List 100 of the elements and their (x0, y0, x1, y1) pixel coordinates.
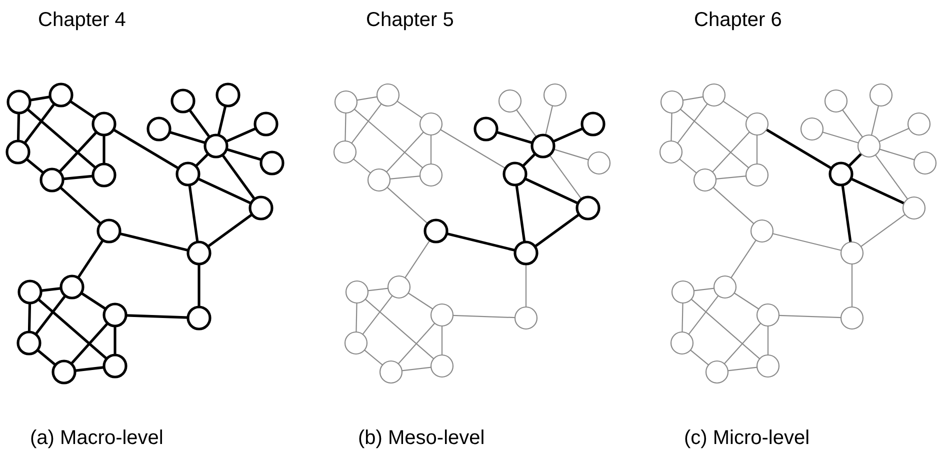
network-edge (354, 108, 424, 168)
network-node (146, 116, 172, 142)
network-node (92, 162, 116, 188)
network-node (430, 354, 454, 378)
network-node (705, 360, 729, 384)
network-edge (842, 110, 863, 138)
network-node (344, 331, 368, 355)
network-edge (74, 366, 104, 372)
network-node (170, 88, 196, 114)
network-edge (36, 349, 56, 366)
network-edge (446, 232, 516, 252)
network-edge (544, 106, 554, 136)
network-edge (841, 184, 852, 242)
network-edge (848, 152, 862, 168)
network-edge (119, 232, 189, 252)
network-edge (37, 298, 108, 360)
network-edge (217, 105, 227, 136)
network-node (379, 360, 403, 384)
network-node (260, 150, 284, 176)
network-edge (670, 112, 672, 142)
panel-caption: (a) Macro-level (30, 426, 164, 450)
panel-caption: (b) Meso-level (358, 426, 485, 450)
network-edge (778, 314, 842, 318)
network-edge (368, 288, 388, 292)
network-edge (34, 294, 66, 336)
network-edge (364, 298, 434, 360)
network-edge (875, 154, 908, 200)
network-node (176, 162, 200, 186)
network-edge (756, 135, 758, 164)
network-edge (682, 302, 684, 332)
network-edge (207, 213, 253, 248)
network-node (543, 83, 567, 107)
network-edge (24, 103, 56, 144)
network-edge (344, 112, 346, 142)
network-edge (851, 264, 853, 307)
network-edge (126, 314, 188, 319)
network-edge (766, 128, 832, 170)
network-node (702, 83, 726, 107)
network-node (216, 82, 240, 108)
network-node (587, 151, 611, 175)
network-node (204, 134, 228, 158)
network-edge (408, 292, 434, 310)
network-edge (396, 100, 422, 118)
network-node (828, 162, 854, 186)
network-edge (690, 350, 709, 366)
network-node (840, 241, 864, 265)
network-edge (390, 176, 420, 180)
network-node (800, 117, 824, 141)
network-node (102, 302, 128, 328)
network-node (96, 218, 122, 244)
panel-caption: (c) Micro-level (684, 426, 810, 450)
network-edge (198, 264, 200, 307)
network-edge (679, 158, 697, 174)
network-edge (70, 322, 109, 365)
network-node (60, 274, 84, 300)
network-edge (441, 326, 443, 355)
network-edge (772, 233, 842, 251)
network-node (419, 112, 443, 136)
network-node (92, 112, 116, 136)
network-edge (353, 158, 371, 174)
network-node (840, 306, 864, 330)
network-edge (516, 110, 537, 138)
network-edge (553, 148, 589, 160)
network-edge (226, 148, 262, 162)
network-node (514, 306, 538, 330)
network-node (576, 196, 600, 220)
network-node (367, 168, 391, 192)
network-edge (822, 132, 859, 144)
network-edge (62, 174, 94, 180)
network-edge (440, 129, 506, 169)
network-edge (680, 108, 750, 168)
network-node (102, 354, 128, 378)
network-edge (522, 152, 536, 168)
network-node (334, 90, 358, 114)
network-edge (356, 302, 358, 332)
network-node (345, 280, 369, 304)
network-node (580, 112, 606, 136)
network-node (869, 83, 893, 107)
network-edge (496, 130, 533, 144)
network-edge (69, 100, 96, 119)
network-edge (722, 100, 748, 118)
network-node (857, 134, 881, 158)
network-edge (524, 177, 579, 205)
network-edge (688, 295, 719, 335)
network-node (750, 219, 774, 243)
network-node (52, 360, 76, 384)
network-edge (362, 295, 393, 335)
network-node (498, 89, 522, 113)
network-edge (724, 322, 762, 364)
network-edge (386, 132, 424, 172)
network-node (254, 112, 278, 136)
network-node (514, 240, 538, 266)
network-node (670, 331, 694, 355)
network-edge (870, 106, 880, 136)
network-node (16, 330, 42, 356)
network-edge (169, 130, 206, 144)
network-node (186, 306, 212, 330)
network-edge (860, 214, 906, 247)
network-node (430, 303, 454, 327)
network-edge (430, 135, 432, 164)
